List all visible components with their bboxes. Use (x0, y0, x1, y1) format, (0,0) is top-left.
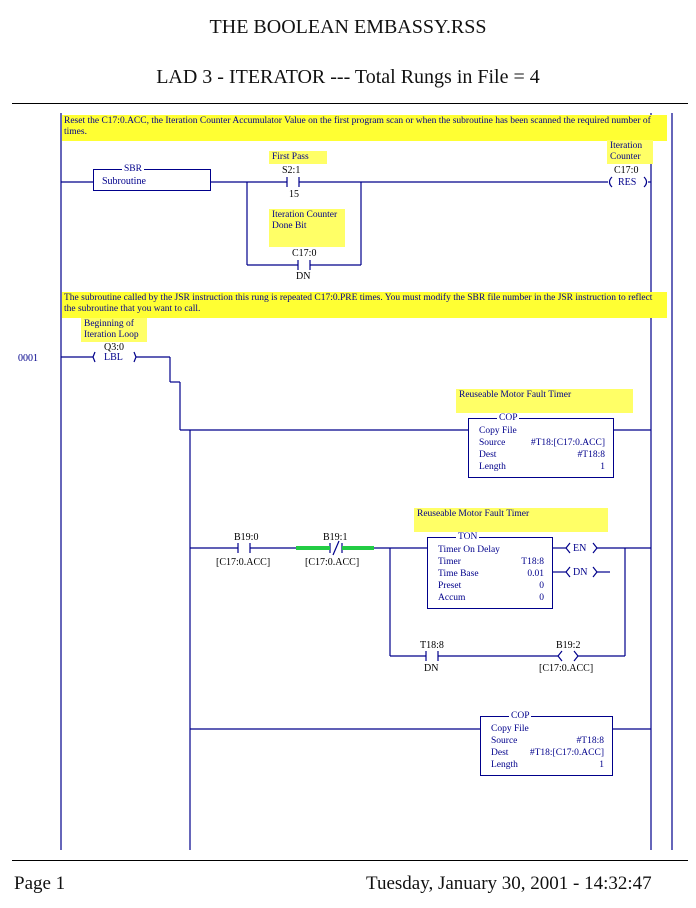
done-bit-address: C17:0 (292, 248, 317, 259)
done-bit-name: DN (296, 271, 311, 282)
b19-2-index: [C17:0.ACC] (539, 663, 594, 674)
first-pass-bit: 15 (289, 189, 299, 200)
res-label: Iteration Counter (607, 140, 653, 164)
res-address: C17:0 (614, 165, 639, 176)
b19-0-contact[interactable] (236, 542, 252, 554)
cop1-name: Copy File (479, 426, 517, 436)
lbl-instruction[interactable]: LBL (104, 352, 123, 363)
cop2-row: Dest#T18:[C17:0.ACC] (491, 748, 604, 758)
cop2-row: Source#T18:8 (491, 736, 604, 746)
cop1-row: Dest#T18:8 (479, 450, 605, 460)
lbl-address: Q3:0 (104, 342, 124, 353)
ton-dn-output[interactable]: DN (573, 567, 588, 578)
rung1-comment: The subroutine called by the JSR instruc… (62, 292, 667, 318)
cop1-title: COP (497, 413, 520, 423)
ton-title: TON (456, 532, 480, 542)
rung0-comment: Reset the C17:0.ACC, the Iteration Count… (62, 115, 667, 141)
header-divider (12, 103, 688, 104)
res-coil-label[interactable]: RES (618, 177, 637, 188)
sbr-label: Subroutine (102, 176, 146, 187)
cop2-name: Copy File (491, 724, 529, 734)
b19-1-contact[interactable] (328, 542, 344, 554)
b19-1-address: B19:1 (323, 532, 348, 543)
cop1-block[interactable]: COP Copy File Source#T18:[C17:0.ACC] Des… (468, 413, 614, 478)
b19-2-address: B19:2 (556, 640, 581, 651)
page-number: Page 1 (14, 873, 66, 894)
lbl-label: Beginning of Iteration Loop (81, 318, 147, 342)
ton-en-output[interactable]: EN (573, 543, 587, 554)
ladder-subtitle: LAD 3 - ITERATOR --- Total Rungs in File… (156, 66, 540, 88)
sbr-instruction[interactable]: SBR Subroutine (93, 164, 211, 191)
cop2-title: COP (509, 711, 532, 721)
b19-0-address: B19:0 (234, 532, 259, 543)
b19-1-index: [C17:0.ACC] (305, 557, 360, 568)
cop2-block[interactable]: COP Copy File Source#T18:8 Dest#T18:[C17… (480, 711, 613, 776)
sbr-title: SBR (122, 164, 144, 174)
ton-name: Timer On Delay (438, 545, 500, 555)
print-timestamp: Tuesday, January 30, 2001 - 14:32:47 (366, 873, 652, 894)
first-pass-label: First Pass (269, 151, 327, 164)
first-pass-contact[interactable] (285, 176, 301, 188)
ton-label: Reuseable Motor Fault Timer (414, 508, 608, 532)
cop1-label: Reuseable Motor Fault Timer (456, 389, 633, 413)
footer-divider (12, 860, 688, 861)
t18-8-bit: DN (424, 663, 439, 674)
file-title: THE BOOLEAN EMBASSY.RSS (209, 16, 487, 38)
first-pass-address: S2:1 (282, 165, 301, 176)
t18-8-address: T18:8 (420, 640, 444, 651)
b19-2-coil[interactable] (556, 650, 580, 662)
done-bit-label: Iteration Counter Done Bit (269, 209, 345, 247)
done-bit-contact[interactable] (296, 259, 312, 271)
cop1-row: Source#T18:[C17:0.ACC] (479, 438, 605, 448)
b19-0-index: [C17:0.ACC] (216, 557, 271, 568)
t18-8-contact[interactable] (424, 650, 440, 662)
rung-number: 0001 (18, 353, 38, 364)
